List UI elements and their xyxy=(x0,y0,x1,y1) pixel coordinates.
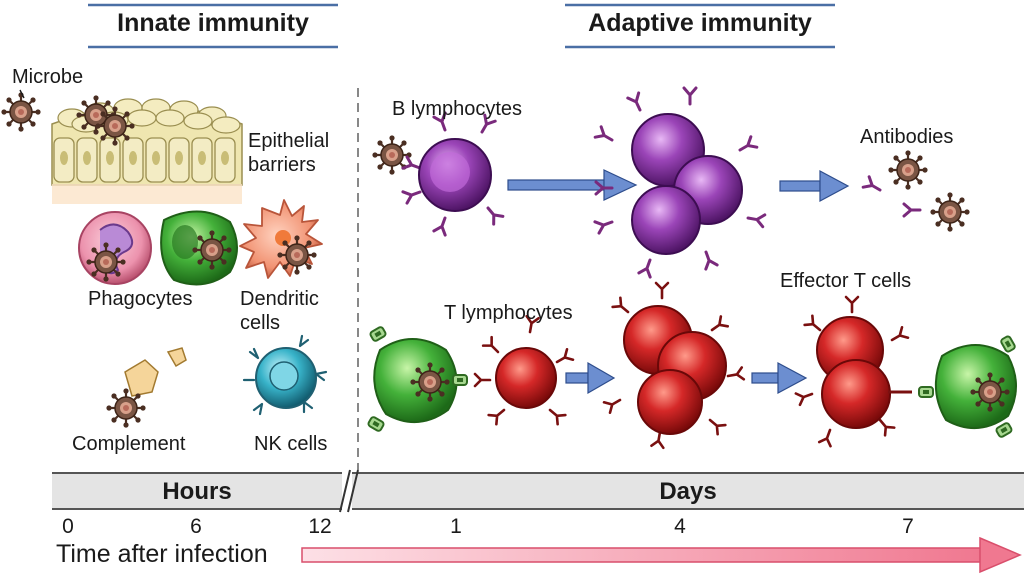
neutrophil-icon xyxy=(78,211,152,285)
antigen-presenting-cell-right-icon xyxy=(888,334,1017,439)
time-arrow xyxy=(301,536,1022,574)
arrow-t-effector xyxy=(751,361,808,395)
t-lymphocyte-icon xyxy=(473,314,575,426)
tick-label: 7 xyxy=(902,515,914,538)
complement-icon xyxy=(105,347,187,429)
epithelial-label: Epithelial xyxy=(248,130,330,152)
arrow-t-proliferation xyxy=(565,361,616,395)
days-bar xyxy=(352,472,1024,510)
macrophage-icon xyxy=(160,210,238,286)
barriers-label: barriers xyxy=(248,154,316,176)
tick-label: 12 xyxy=(308,515,332,538)
dendritic-label: Dendritic xyxy=(240,288,319,310)
adaptive-immunity-heading: Adaptive immunity xyxy=(588,9,812,37)
tick-label: 0 xyxy=(62,515,74,538)
innate-heading-rules xyxy=(88,3,835,49)
microbe-icon xyxy=(94,105,136,147)
time-after-infection-label: Time after infection xyxy=(56,540,268,568)
complement-label: Complement xyxy=(72,433,186,455)
dendritic-cells-label: cells xyxy=(240,312,281,334)
nk-cell-icon xyxy=(242,334,328,416)
innate-immunity-heading: Innate immunity xyxy=(117,9,309,37)
hours-bar xyxy=(52,472,342,510)
effector-t-cell-cluster-icon xyxy=(794,295,910,448)
t-lymphocytes-label: T lymphocytes xyxy=(444,302,573,324)
axis-break-icon xyxy=(339,469,359,513)
antibodies-icon xyxy=(861,149,971,233)
hours-label: Hours xyxy=(162,478,232,505)
days-label: Days xyxy=(659,478,717,505)
nk-cells-label: NK cells xyxy=(254,433,328,455)
phagocytes-label: Phagocytes xyxy=(88,288,193,310)
microbe-icon xyxy=(0,91,42,133)
plasma-cell-cluster-icon xyxy=(593,86,767,279)
tick-label: 4 xyxy=(674,515,686,538)
effector-t-cells-label: Effector T cells xyxy=(780,270,912,292)
microbe-label: Microbe xyxy=(12,66,84,88)
arrow-b-proliferation xyxy=(507,169,638,201)
arrow-b-antibodies xyxy=(779,169,850,203)
microbe-icon xyxy=(371,134,413,176)
t-cell-cluster-icon xyxy=(602,281,746,450)
antibodies-label: Antibodies xyxy=(860,126,954,148)
b-lymphocytes-label: B lymphocytes xyxy=(392,98,523,120)
b-lymphocyte-icon xyxy=(401,111,505,237)
tick-label: 6 xyxy=(190,515,202,538)
antigen-presenting-cell-left-icon xyxy=(366,325,468,433)
tick-label: 1 xyxy=(450,515,462,538)
dendritic-cell-icon xyxy=(239,199,323,279)
